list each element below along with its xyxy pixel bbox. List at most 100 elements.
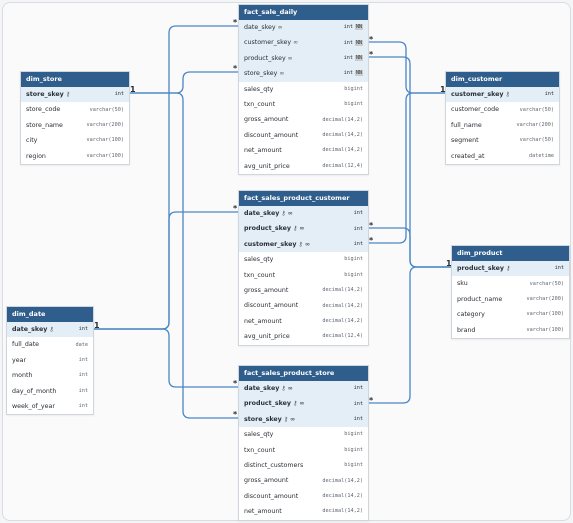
- column-row[interactable]: product_skey⚷int: [452, 261, 569, 277]
- column-name: week_of_year: [12, 403, 55, 410]
- not-null-badge: NN: [354, 39, 363, 46]
- link-icon: ∞: [287, 210, 293, 217]
- column-row[interactable]: date_skey⚷int: [7, 322, 93, 338]
- column-name: net_amount: [244, 147, 282, 154]
- column-name-text: segment: [451, 137, 479, 145]
- column-name: sales_qty: [244, 431, 273, 438]
- table-header[interactable]: dim_customer: [446, 72, 559, 87]
- column-row[interactable]: product_skey⚷∞int: [239, 221, 368, 237]
- column-name-text: gross_amount: [244, 477, 289, 485]
- column-row[interactable]: product_skey⚷∞int: [239, 396, 368, 412]
- table-header[interactable]: dim_product: [452, 246, 569, 261]
- column-name: category: [457, 311, 485, 318]
- column-name-text: full_name: [451, 121, 482, 129]
- column-type-text: decimal(14,2): [322, 132, 363, 139]
- not-null-badge: NN: [354, 24, 363, 31]
- column-type: int: [545, 91, 554, 97]
- column-name-text: gross_amount: [244, 116, 289, 124]
- column-name: year: [12, 357, 26, 364]
- column-name-text: month: [12, 372, 33, 380]
- column-row[interactable]: full_name varchar(200): [446, 118, 559, 133]
- cardinality-many-label: *: [233, 379, 238, 388]
- column-name: brand: [457, 327, 475, 334]
- column-row[interactable]: customer_skey⚷∞int: [239, 236, 368, 253]
- column-name: full_date: [12, 341, 39, 348]
- table-header[interactable]: dim_date: [7, 307, 93, 322]
- table-header[interactable]: dim_store: [21, 72, 129, 87]
- table-header[interactable]: fact_sales_product_store: [239, 366, 368, 381]
- column-name: txn_count: [244, 272, 275, 279]
- column-name-text: year: [12, 356, 27, 364]
- column-name-text: customer_skey: [244, 240, 297, 248]
- column-name: store_code: [26, 106, 60, 113]
- column-type: bigint: [344, 101, 363, 107]
- column-row[interactable]: customer_skey⚷int: [446, 87, 559, 103]
- table-header[interactable]: fact_sales_product_customer: [239, 191, 368, 206]
- column-name: product_skey⚷∞: [244, 225, 304, 232]
- column-name-text: date_skey: [244, 24, 276, 31]
- column-row[interactable]: date_skey⚷∞int: [239, 206, 368, 222]
- column-name: store_skey⚷: [26, 91, 70, 98]
- column-name: store_skey⚷∞: [244, 416, 295, 423]
- column-type-text: int: [353, 385, 363, 392]
- column-row[interactable]: store_skey⚷∞int: [239, 411, 368, 428]
- column-type-text: bigint: [344, 446, 363, 453]
- column-row[interactable]: store_skey⚷int: [21, 87, 129, 103]
- column-type-text: int: [78, 387, 88, 394]
- column-name: sales_qty: [244, 256, 273, 263]
- table-header[interactable]: fact_sale_daily: [239, 5, 368, 20]
- column-type-text: int: [353, 210, 363, 217]
- column-type: decimal(14,2): [322, 318, 363, 324]
- column-name: date_skey⚷: [12, 326, 54, 333]
- column-type-text: varchar(200): [516, 122, 554, 129]
- column-row[interactable]: date_skey⚷∞int: [239, 381, 368, 397]
- column-type-text: decimal(12,4): [322, 333, 363, 340]
